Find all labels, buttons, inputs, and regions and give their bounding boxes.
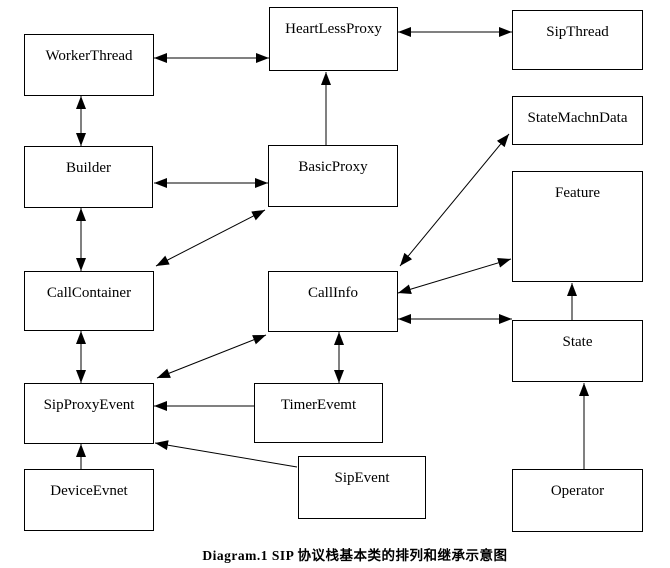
edge-callinfo-feature-double-arrow <box>397 257 512 295</box>
edge-sipproxyevent-callinfo-double-arrow <box>156 334 267 379</box>
node-builder: Builder <box>24 146 153 208</box>
node-label-operator: Operator <box>550 483 605 499</box>
node-sipthread: SipThread <box>512 10 643 70</box>
node-label-callinfo: CallInfo <box>308 285 358 301</box>
node-operator: Operator <box>512 469 643 532</box>
node-statemachndata: StateMachnData <box>512 96 643 145</box>
node-deviceevnet: DeviceEvnet <box>24 469 154 531</box>
node-label-sipthread: SipThread <box>546 24 609 40</box>
node-label-deviceevnet: DeviceEvnet <box>50 483 128 499</box>
node-callcontainer: CallContainer <box>24 271 154 331</box>
node-label-timerevemt: TimerEvemt <box>280 397 357 413</box>
edge-callcontainer-basicproxy-double-arrow <box>155 209 266 267</box>
diagram-caption: Diagram.1 SIP 协议栈基本类的排列和继承示意图 <box>202 548 508 563</box>
node-basicproxy: BasicProxy <box>268 145 398 207</box>
node-workerthread: WorkerThread <box>24 34 154 96</box>
node-label-builder: Builder <box>66 160 111 176</box>
node-label-basicproxy: BasicProxy <box>298 159 368 175</box>
edge-sipevent-sipproxyevent-arrow <box>154 440 298 468</box>
node-sipevent: SipEvent <box>298 456 426 519</box>
node-callinfo: CallInfo <box>268 271 398 332</box>
node-label-workerthread: WorkerThread <box>45 48 133 64</box>
node-state: State <box>512 320 643 382</box>
node-label-sipproxyevent: SipProxyEvent <box>43 397 135 413</box>
node-feature: Feature <box>512 171 643 282</box>
node-label-state: State <box>562 334 593 350</box>
node-timerevemt: TimerEvemt <box>254 383 383 443</box>
node-label-feature: Feature <box>555 185 600 201</box>
node-label-statemachndata: StateMachnData <box>527 110 628 126</box>
node-label-callcontainer: CallContainer <box>46 285 132 301</box>
node-label-heartlessproxy: HeartLessProxy <box>285 21 382 37</box>
node-sipproxyevent: SipProxyEvent <box>24 383 154 444</box>
edge-callinfo-statemachndata-double-arrow <box>399 133 510 267</box>
node-heartlessproxy: HeartLessProxy <box>269 7 398 71</box>
node-label-sipevent: SipEvent <box>334 470 390 486</box>
